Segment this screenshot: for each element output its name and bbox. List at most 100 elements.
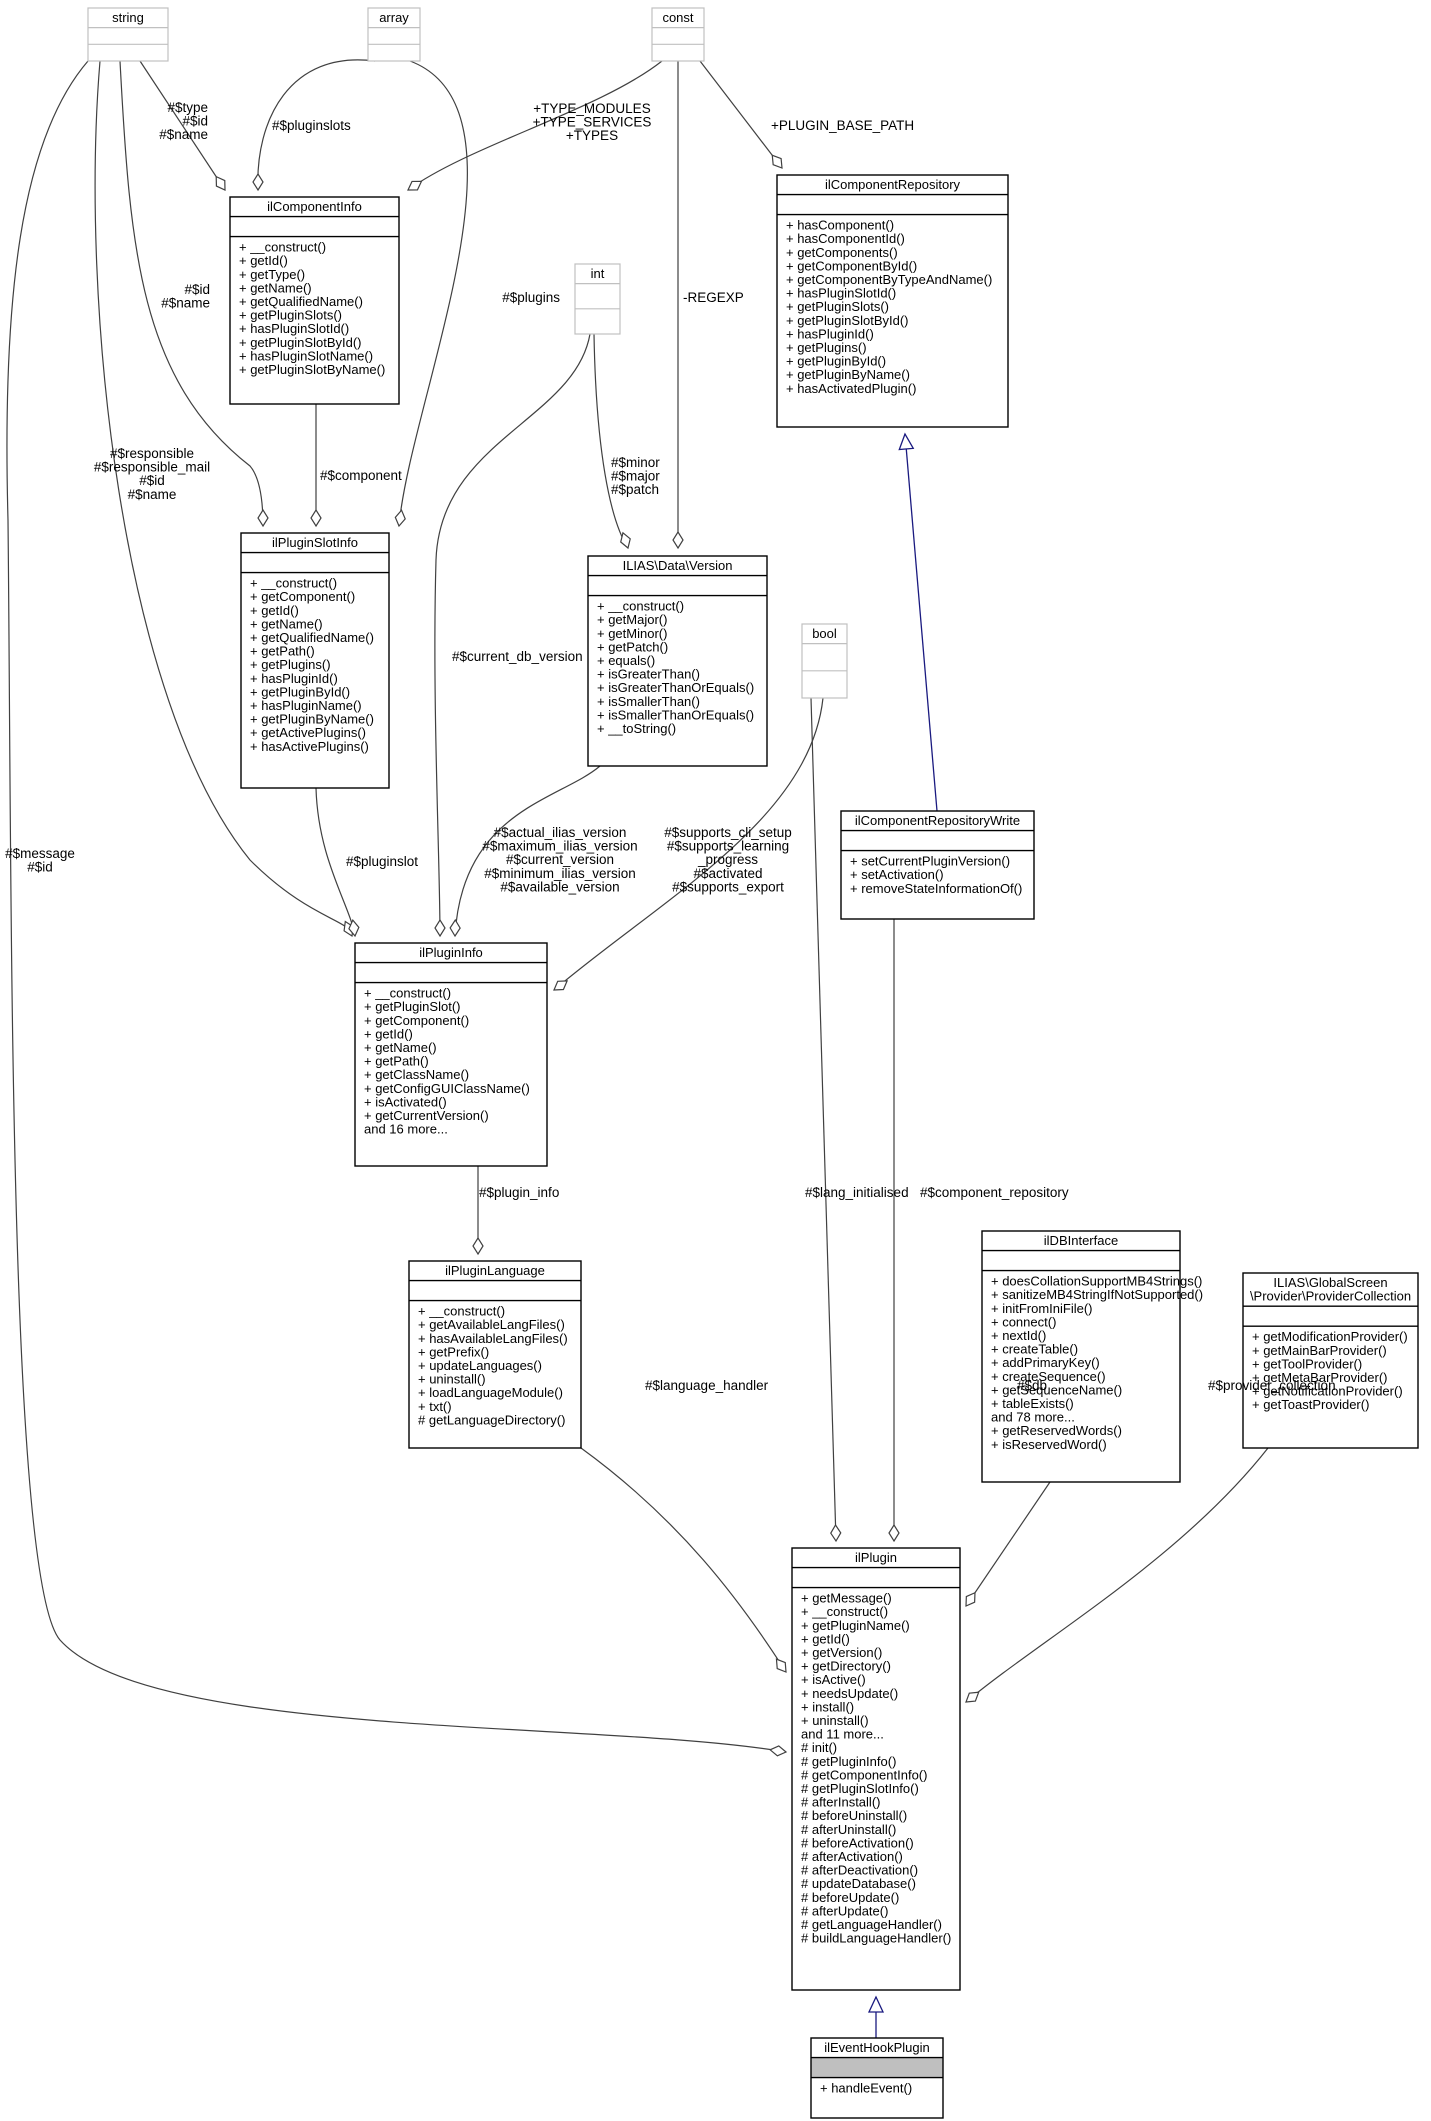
class-title: ilComponentRepository (825, 177, 961, 192)
class-member: + hasActivePlugins() (250, 739, 369, 754)
class-member: + getCurrentVersion() (364, 1108, 489, 1123)
class-member: # afterUpdate() (801, 1903, 888, 1918)
edge-label: +TYPE_MODULES (533, 101, 650, 116)
class-member: + setCurrentPluginVersion() (850, 854, 1010, 869)
class-member: + isGreaterThan() (597, 667, 700, 682)
edge-label: -REGEXP (683, 290, 744, 305)
edge-const-ilComponentRepository (699, 60, 783, 169)
class-member: + getMainBarProvider() (1252, 1343, 1387, 1358)
class-member: # buildLanguageHandler() (801, 1931, 951, 1946)
class-member: + getClassName() (364, 1067, 469, 1082)
class-title: bool (812, 626, 837, 641)
class-member: + getPlugins() (250, 657, 331, 672)
class-title: \Provider\ProviderCollection (1250, 1289, 1411, 1304)
edge-label: #$maximum_ilias_version (482, 839, 637, 854)
edge-label: #$language_handler (645, 1378, 769, 1393)
class-member: # getPluginSlotInfo() (801, 1781, 919, 1796)
class-member: + getMajor() (597, 612, 667, 627)
class-box-bool: bool (801, 623, 848, 699)
class-member: + isSmallerThanOrEquals() (597, 707, 754, 722)
class-member: + hasComponentId() (786, 231, 905, 246)
edge-string-ilComponentInfo (139, 60, 226, 191)
class-member: # getComponentInfo() (801, 1767, 927, 1782)
class-member: # beforeUninstall() (801, 1808, 907, 1823)
class-member: + getToastProvider() (1252, 1397, 1369, 1412)
class-member: + __construct() (364, 986, 451, 1001)
class-member: + hasComponent() (786, 218, 894, 233)
class-member: + __construct() (801, 1604, 888, 1619)
edge-label: #$available_version (500, 879, 619, 894)
aggregation-diamond (771, 154, 783, 169)
class-box-int: int (574, 263, 621, 335)
class-member: + getActivePlugins() (250, 725, 366, 740)
class-member: + getComponent() (250, 589, 355, 604)
class-member: # afterDeactivation() (801, 1863, 918, 1878)
class-member: + getVersion() (801, 1645, 882, 1660)
edges (6, 59, 1269, 2038)
class-member: + needsUpdate() (801, 1686, 898, 1701)
edge-label: #$current_db_version (452, 649, 583, 664)
edge-label: #$component_repository (920, 1185, 1069, 1200)
class-member: + getPatch() (597, 639, 668, 654)
class-box-ilpluginlanguage: ilPluginLanguage+ __construct()+ getAvai… (408, 1260, 582, 1449)
class-member: + isSmallerThan() (597, 694, 700, 709)
class-member: + isGreaterThanOrEquals() (597, 680, 754, 695)
class-member: + hasActivatedPlugin() (786, 381, 916, 396)
aggregation-diamond (348, 919, 360, 938)
class-member: + getPluginName() (801, 1618, 910, 1633)
aggregation-diamond (252, 172, 264, 192)
class-member: + __construct() (597, 599, 684, 614)
class-member: + getComponents() (786, 245, 898, 260)
class-member: + loadLanguageModule() (418, 1385, 563, 1400)
class-member: + getToolProvider() (1252, 1356, 1362, 1371)
edge-int-ilPluginInfo (434, 333, 591, 937)
edge-label: #$plugin_info (479, 1185, 559, 1200)
class-member: + __construct() (418, 1304, 505, 1319)
edge-label: #$plugins (502, 290, 560, 305)
aggregation-diamond (965, 1691, 980, 1703)
aggregation-diamond (449, 918, 461, 938)
aggregation-diamond (965, 1591, 976, 1607)
class-member: + getPluginSlotById() (786, 313, 908, 328)
edge-ilPluginLanguage-ilPlugin (580, 1447, 787, 1673)
class-member: + equals() (597, 653, 655, 668)
class-member: + getPluginByName() (786, 367, 910, 382)
class-member: + __toString() (597, 721, 676, 736)
aggregation-diamond (830, 1523, 842, 1543)
class-member: + hasPluginId() (250, 671, 338, 686)
class-member: + getConfigGUIClassName() (364, 1081, 530, 1096)
class-member: + getComponentByTypeAndName() (786, 272, 992, 287)
class-box-ilcomponentrepository: ilComponentRepository+ hasComponent()+ h… (776, 174, 1009, 428)
class-member: + getComponent() (364, 1013, 469, 1028)
aggregation-diamond (394, 509, 406, 528)
edge-const-ilComponentInfo (407, 60, 663, 191)
edge-label: #$id (184, 282, 210, 297)
edge-int-Version (593, 333, 629, 549)
edge-label: #$responsible_mail (94, 460, 210, 475)
class-box-array: array (367, 7, 421, 62)
class-box-ildbinterface: ilDBInterface+ doesCollationSupportMB4St… (981, 1230, 1203, 1483)
class-member: and 78 more... (991, 1410, 1075, 1425)
class-title: ilPluginInfo (419, 945, 483, 960)
class-member: + getId() (364, 1026, 413, 1041)
class-title: ilPlugin (855, 1550, 897, 1565)
class-member: + isActive() (801, 1672, 866, 1687)
edge-Version-ilPluginInfo (454, 765, 601, 937)
edge-label: #$provider_collection (1208, 1378, 1336, 1393)
class-member: + getName() (364, 1040, 437, 1055)
edge-label: #$id (27, 860, 53, 875)
edge-label: +TYPE_SERVICES (533, 115, 652, 130)
edge-label: +TYPES (566, 128, 618, 143)
aggregation-diamond (434, 918, 446, 938)
edge-label: #$name (159, 127, 208, 142)
class-member: + getName() (239, 280, 312, 295)
edge-label: #$name (161, 296, 210, 311)
edge-label: +PLUGIN_BASE_PATH (771, 118, 914, 133)
class-title: ILIAS\GlobalScreen (1273, 1275, 1387, 1290)
class-member: + getPath() (364, 1054, 429, 1069)
class-member: + getQualifiedName() (239, 294, 363, 309)
class-member: + __construct() (250, 576, 337, 591)
edge-label: #$lang_initialised (805, 1185, 909, 1200)
